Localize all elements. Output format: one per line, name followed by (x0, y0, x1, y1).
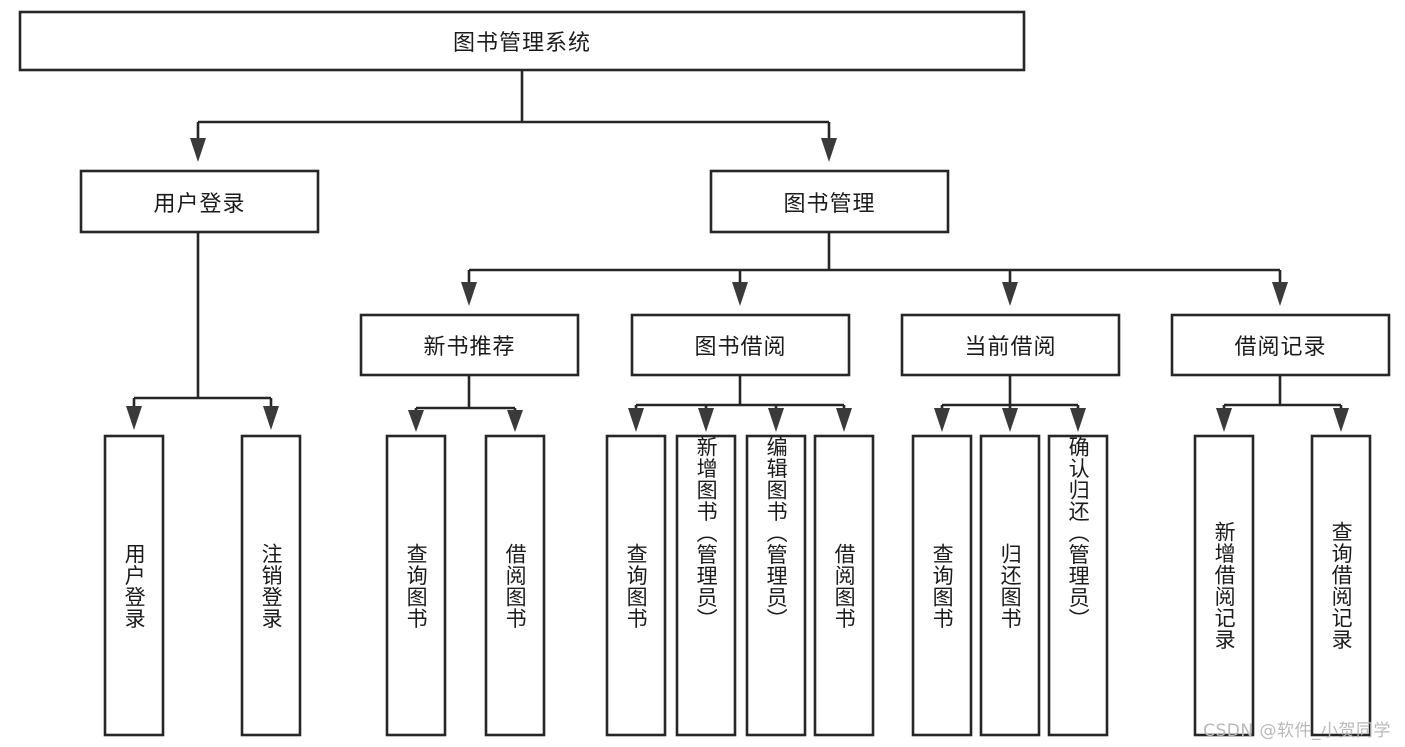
node-leaf-new-book-0-box[interactable] (385, 434, 447, 737)
node-user-login-box[interactable] (79, 169, 320, 234)
arrow-head-current-borrow-to-leaf-0 (934, 408, 950, 432)
arrow-head-current-borrow-to-leaf-1 (1002, 408, 1018, 432)
arrow-head-book-borrow-to-leaf-1 (698, 408, 714, 432)
arrow-head-book-mgmt-to-new-book (461, 282, 477, 306)
node-leaf-current-borrow-1-box[interactable] (979, 434, 1041, 737)
arrow-head-borrow-record-to-leaf-0 (1216, 408, 1232, 432)
arrow-head-book-mgmt-to-book-borrow (732, 282, 748, 306)
node-leaf-book-borrow-0-box[interactable] (605, 434, 667, 737)
arrow-head-root-to-user-login (190, 138, 206, 162)
node-leaf-borrow-record-1-box[interactable] (1310, 434, 1372, 737)
node-leaf-user-login-0-box[interactable] (103, 434, 165, 737)
arrow-head-current-borrow-to-leaf-2 (1070, 408, 1086, 432)
node-book-borrow-box[interactable] (630, 313, 851, 377)
arrow-head-new-book-to-leaf-1 (507, 410, 523, 432)
node-leaf-borrow-record-0-box[interactable] (1193, 434, 1255, 737)
arrow-head-user-login-to-leaf-0 (126, 406, 142, 430)
arrow-head-user-login-to-leaf-1 (263, 406, 279, 430)
arrow-head-root-to-book-mgmt (821, 138, 837, 162)
node-leaf-new-book-1-box[interactable] (484, 434, 546, 737)
node-leaf-current-borrow-2-box[interactable] (1047, 434, 1109, 737)
arrow-head-book-borrow-to-leaf-3 (836, 408, 852, 432)
arrow-head-book-borrow-to-leaf-0 (628, 408, 644, 432)
node-leaf-current-borrow-0-box[interactable] (911, 434, 973, 737)
node-new-book-box[interactable] (359, 313, 580, 377)
arrow-head-book-mgmt-to-borrow-record (1272, 282, 1288, 306)
node-current-borrow-box[interactable] (900, 313, 1121, 377)
node-leaf-user-login-1-box[interactable] (240, 434, 302, 737)
arrow-head-book-mgmt-to-current-borrow (1002, 282, 1018, 306)
arrow-head-new-book-to-leaf-0 (408, 410, 424, 432)
node-leaf-book-borrow-3-box[interactable] (813, 434, 875, 737)
arrow-head-borrow-record-to-leaf-1 (1333, 408, 1349, 432)
arrow-head-book-borrow-to-leaf-2 (768, 408, 784, 432)
node-book-mgmt-box[interactable] (709, 169, 950, 234)
node-leaf-book-borrow-1-box[interactable] (675, 434, 737, 737)
node-root-box[interactable] (18, 10, 1026, 72)
node-borrow-record-box[interactable] (1170, 313, 1391, 377)
node-leaf-book-borrow-2-box[interactable] (745, 434, 807, 737)
